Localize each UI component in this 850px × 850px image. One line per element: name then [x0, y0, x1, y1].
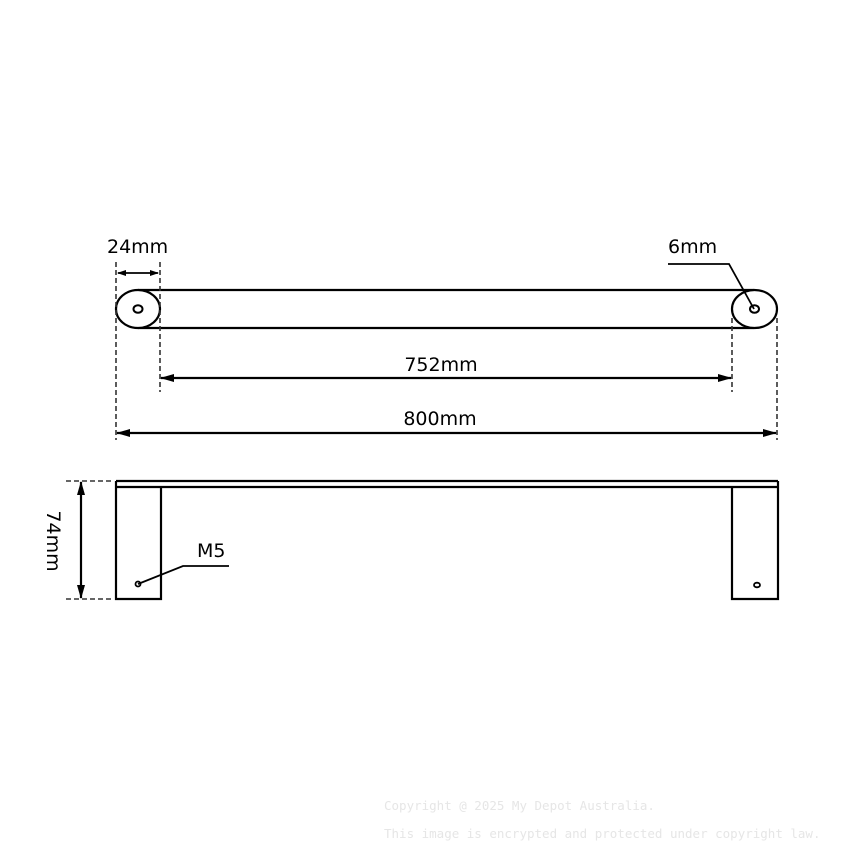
dimension-752mm: 752mm: [160, 354, 732, 382]
rail-bar-side: [116, 479, 778, 489]
label-thread: M5: [197, 540, 225, 562]
right-post: [730, 481, 780, 601]
thread-callout-m5: M5: [137, 540, 229, 585]
label-overall-length: 800mm: [403, 408, 476, 430]
left-post: [114, 481, 163, 601]
dimension-74mm: 74mm: [42, 480, 114, 600]
rail-bar-top: [138, 288, 754, 330]
extension-lines-top: [115, 262, 778, 440]
right-mount-circle: [730, 288, 779, 330]
label-mount-width: 24mm: [107, 236, 168, 258]
right-screw-hole: [753, 581, 761, 589]
dimension-6mm: 6mm: [668, 236, 755, 310]
dimension-24mm: 24mm: [107, 236, 168, 276]
label-hole-diameter: 6mm: [668, 236, 717, 258]
top-view: 24mm 6mm 752mm 800mm: [107, 236, 779, 440]
label-height: 74mm: [42, 510, 64, 571]
watermark-notice: This image is encrypted and protected un…: [384, 826, 821, 841]
side-view: M5 74mm: [42, 479, 780, 601]
label-inner-length: 752mm: [404, 354, 477, 376]
left-mount-circle: [114, 288, 162, 330]
dimension-800mm: 800mm: [116, 408, 777, 437]
watermark-copyright: Copyright @ 2025 My Depot Australia.: [384, 798, 655, 813]
